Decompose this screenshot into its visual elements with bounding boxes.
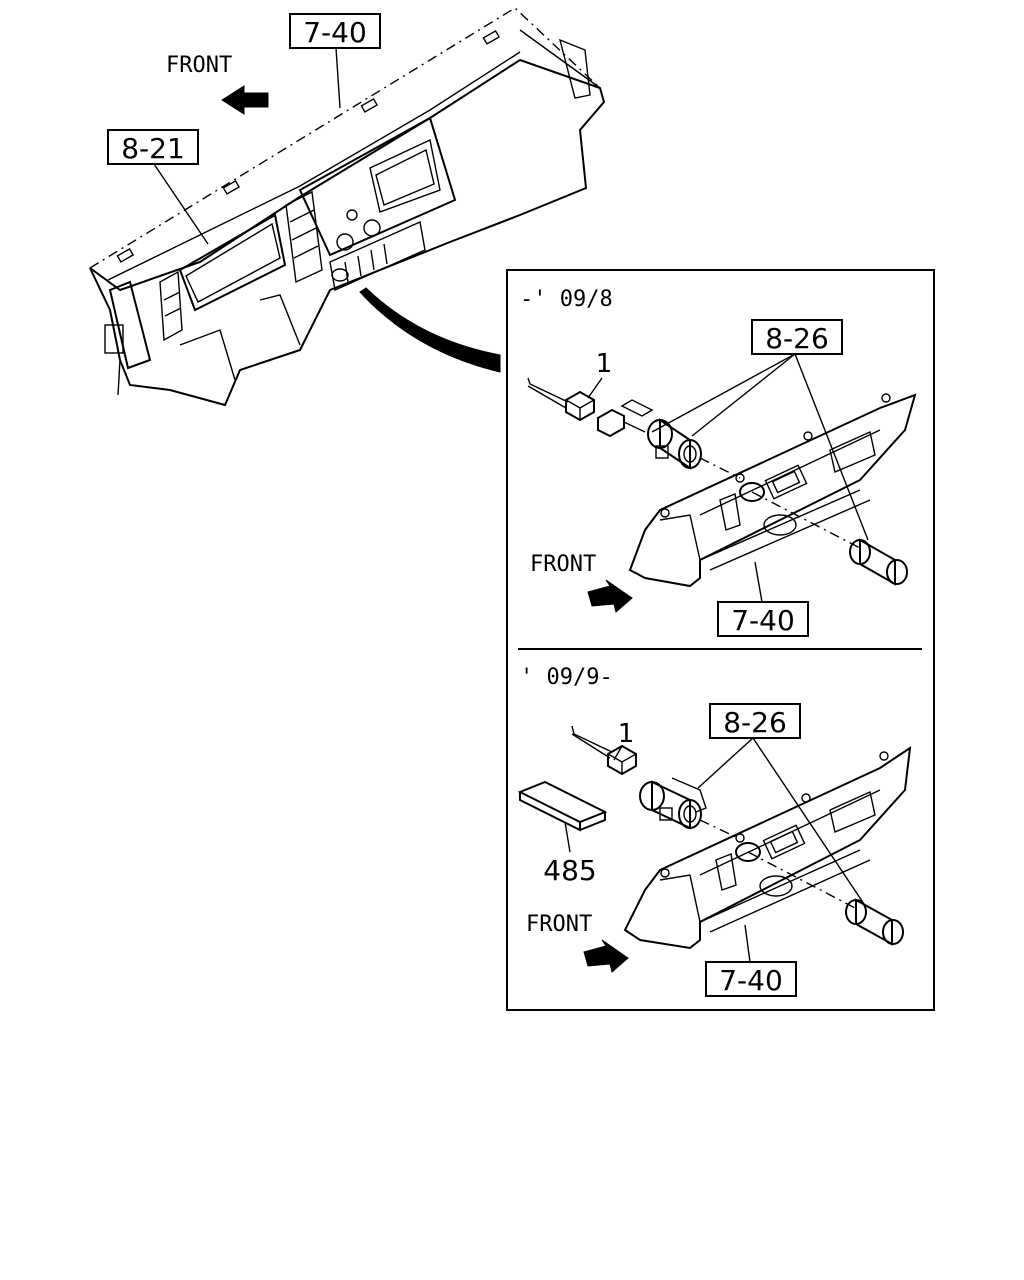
- console-knob-right: [363, 219, 381, 237]
- front-label-main: FRONT: [166, 53, 232, 78]
- console-knob-left: [336, 233, 354, 251]
- lower-console: [329, 220, 426, 292]
- front-arrow-lower-icon: [583, 939, 629, 973]
- left-end-cap: [108, 280, 152, 370]
- item-number-pad: 485: [543, 854, 596, 887]
- detail-inset-frame: [506, 269, 935, 1011]
- period-label-upper: -' 09/8: [520, 287, 613, 312]
- cigarette-lighter-location: [331, 268, 349, 282]
- svg-text:7-40: 7-40: [731, 604, 795, 637]
- front-label-lower: FRONT: [526, 912, 592, 937]
- instrument-cluster: [178, 213, 287, 312]
- lower-console-panel-lower: [623, 745, 912, 950]
- svg-text:8-26: 8-26: [723, 706, 787, 739]
- lower-console-panel-upper: [628, 393, 917, 588]
- callout-main-8-21[interactable]: 8-21: [107, 129, 199, 165]
- dashboard-body: [89, 58, 606, 407]
- item-number-lower: 1: [618, 719, 635, 749]
- callout-main-7-40[interactable]: 7-40: [289, 13, 381, 49]
- front-arrow-main-icon: [221, 85, 269, 115]
- center-console: [298, 116, 457, 257]
- period-label-lower: ' 09/9-: [520, 665, 613, 690]
- svg-text:8-26: 8-26: [765, 322, 829, 355]
- callout-lower-8-26[interactable]: 8-26: [709, 703, 801, 739]
- lighter-knob-lower: [845, 898, 904, 946]
- callout-upper-8-26[interactable]: 8-26: [751, 319, 843, 355]
- callout-lower-7-40[interactable]: 7-40: [705, 961, 797, 997]
- dashboard-shelf: [107, 51, 521, 281]
- svg-text:7-40: 7-40: [303, 16, 367, 49]
- lighter-knob-upper: [849, 538, 908, 586]
- lighter-socket-upper: [597, 399, 702, 470]
- callout-upper-7-40[interactable]: 7-40: [717, 601, 809, 637]
- side-vent: [558, 38, 591, 99]
- svg-text:8-21: 8-21: [121, 132, 185, 165]
- lighter-socket-lower: [639, 777, 707, 830]
- dashboard-top-edge: [89, 7, 601, 269]
- console-display: [369, 138, 441, 213]
- front-arrow-upper-icon: [587, 579, 633, 613]
- item-number-upper: 1: [596, 349, 613, 379]
- svg-text:7-40: 7-40: [719, 964, 783, 997]
- detail-leader: [359, 287, 501, 373]
- wire-harness-plug-upper: [527, 377, 595, 422]
- wire-harness-plug-lower: [571, 725, 637, 776]
- front-label-upper: FRONT: [530, 552, 596, 577]
- switch-panel: [285, 190, 323, 284]
- dashboard-assembly: [89, 7, 606, 407]
- adhesive-pad: [517, 780, 608, 832]
